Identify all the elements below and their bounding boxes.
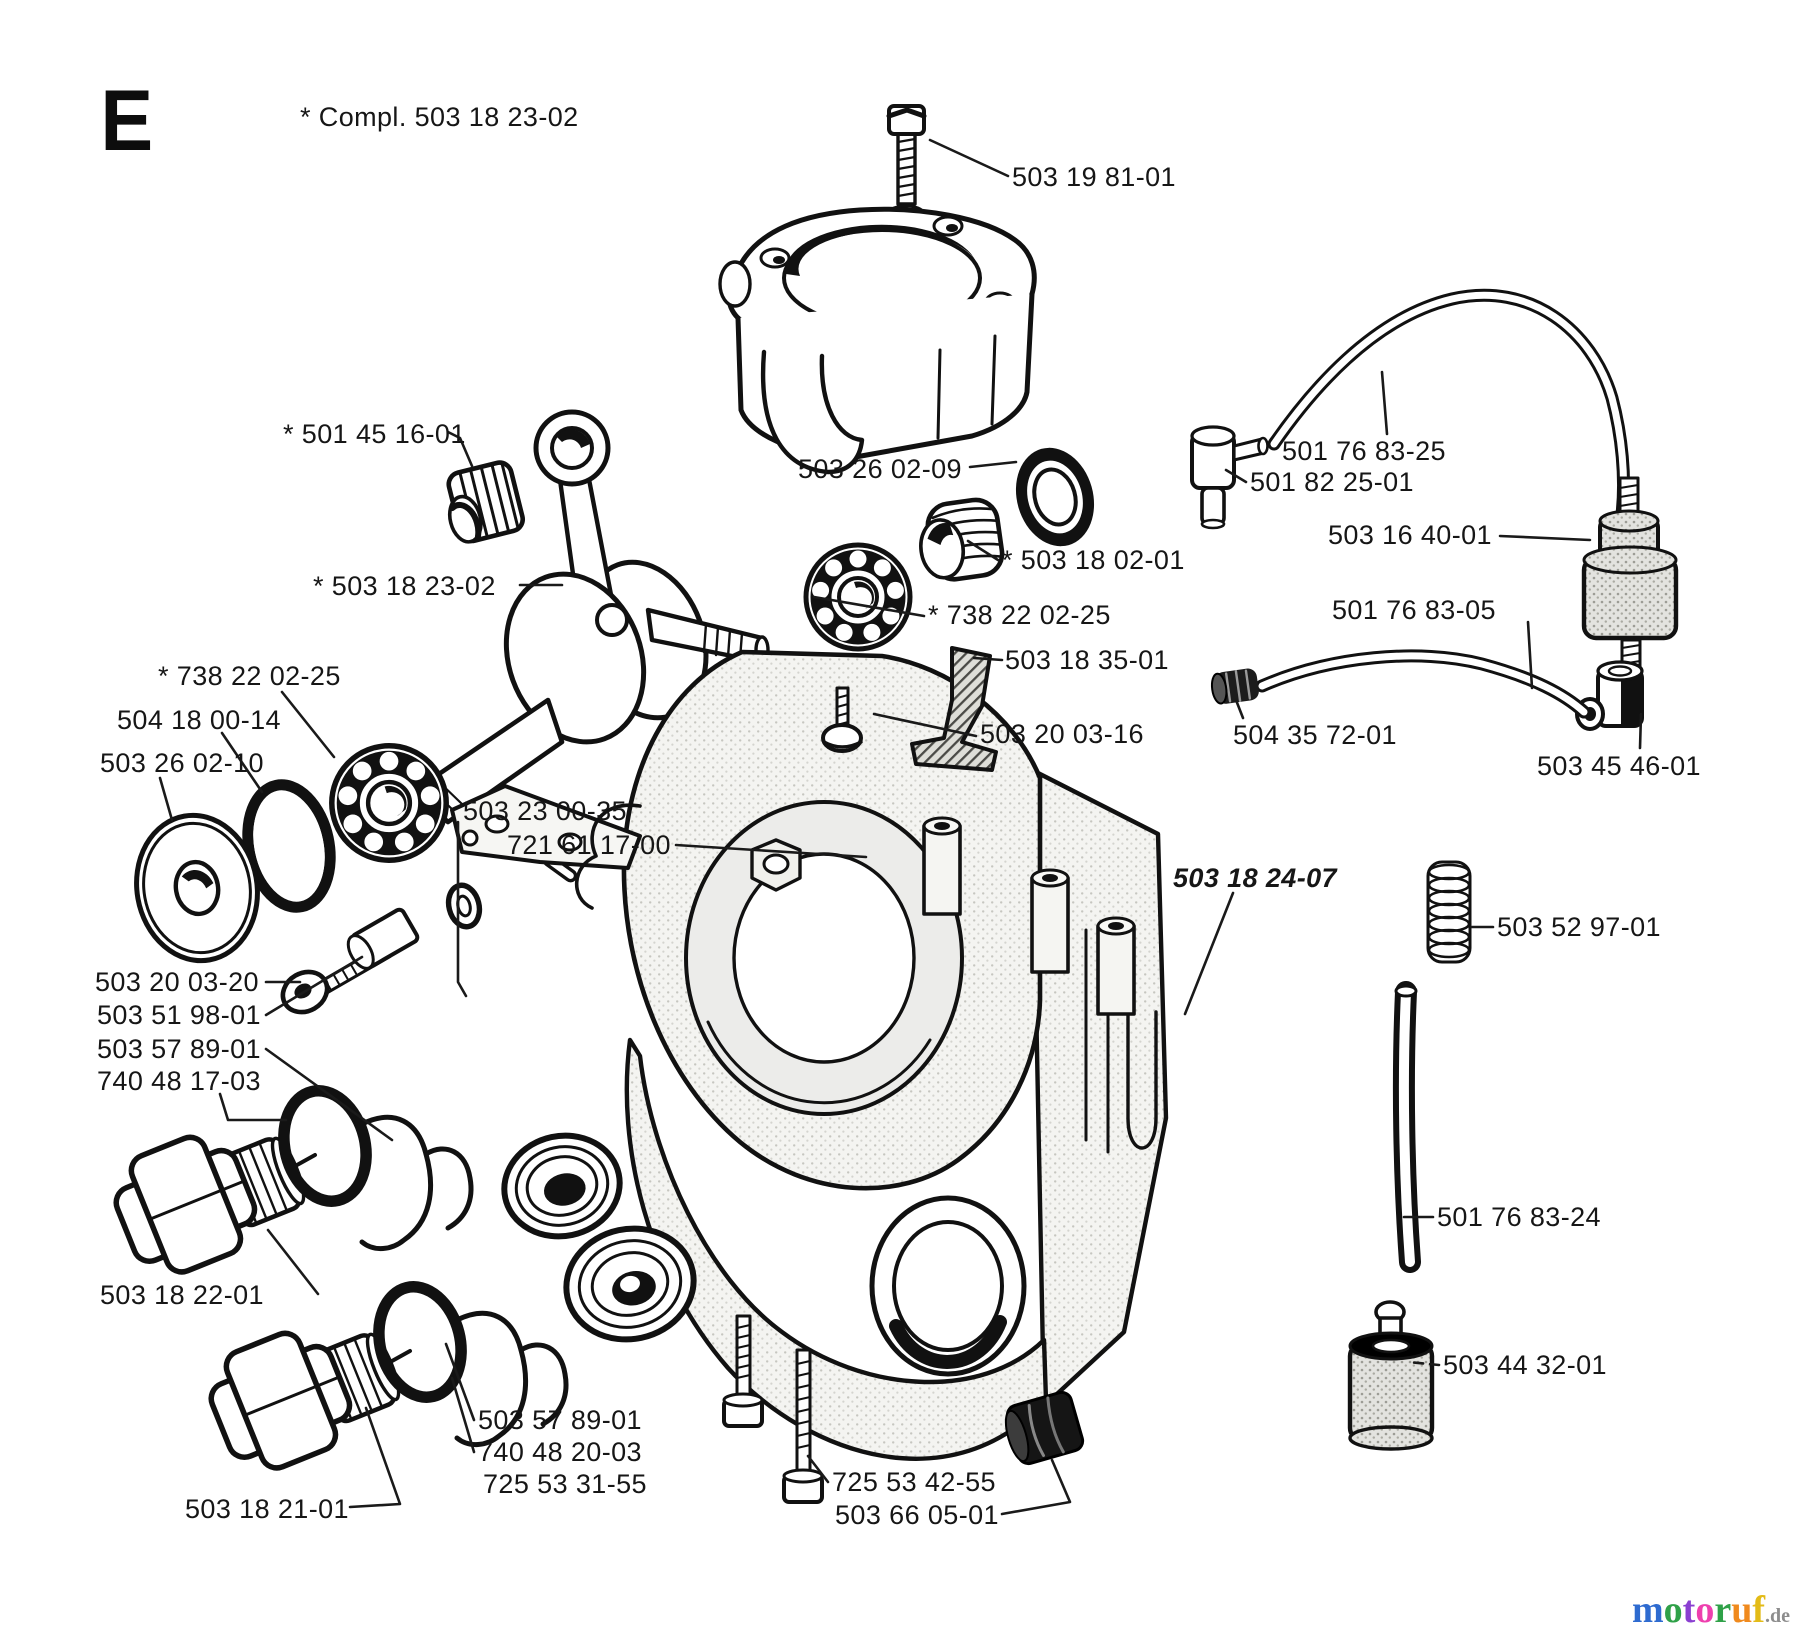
leader-line-503-57-89-01-a (264, 1047, 394, 1142)
part-label-503-20-03-16: 503 20 03-16 (980, 719, 1144, 749)
leader-line-503-16-40-01 (1498, 534, 1592, 542)
part-label-725-53-42-55: 725 53 42-55 (832, 1467, 996, 1497)
part-label-503-57-89-01-a: 503 57 89-01 (97, 1034, 261, 1064)
part-label-501-45-16-01: * 501 45 16-01 (283, 419, 466, 449)
leader-line-503-45-46-01 (1638, 712, 1643, 750)
bracket-screw-illustration (821, 686, 863, 753)
leader-line-740-48-17-03 (218, 1092, 288, 1122)
watermark-letter: o (1663, 1589, 1683, 1631)
leader-line-503-51-98-01 (264, 955, 364, 1017)
part-label-503-18-35-01: 503 18 35-01 (1005, 645, 1169, 675)
section-letter: E (100, 73, 155, 169)
leader-line-503-18-02-01 (966, 539, 1000, 562)
part-label-503-52-97-01: 503 52 97-01 (1497, 912, 1661, 942)
part-label-compl-503-18-23-02: * Compl. 503 18 23-02 (300, 102, 579, 132)
leader-lines-svg (158, 138, 1643, 1516)
watermark-letter: o (1695, 1589, 1715, 1631)
part-label-501-76-83-24: 501 76 83-24 (1437, 1202, 1601, 1232)
leader-line-503-57-89-01-b (444, 1342, 476, 1422)
part-label-504-35-72-01: 504 35 72-01 (1233, 720, 1397, 750)
leader-line-503-19-81-01 (928, 138, 1010, 178)
leader-line-503-20-03-16 (872, 712, 978, 738)
part-label-738-22-02-25-left: * 738 22 02-25 (158, 661, 341, 691)
leader-line-503-18-21-01 (348, 1406, 402, 1509)
leader-line-503-23-00-35 (456, 820, 468, 998)
cylinder-illustration (718, 206, 1037, 475)
needle-bearing-illustration (446, 460, 525, 544)
part-label-503-44-32-01: 503 44 32-01 (1443, 1350, 1607, 1380)
watermark-letter: r (1714, 1589, 1732, 1631)
part-label-501-76-83-05: 501 76 83-05 (1332, 595, 1496, 625)
part-label-503-18-21-01: 503 18 21-01 (185, 1494, 349, 1524)
leader-line-501-45-16-01 (446, 430, 474, 468)
part-label-503-26-02-10: 503 26 02-10 (100, 748, 264, 778)
watermark-letter: f (1752, 1589, 1765, 1631)
impulse-nipple-illustration (1426, 860, 1472, 964)
leader-line-725-53-42-55 (806, 1454, 830, 1484)
part-label-501-82-25-01: 501 82 25-01 (1250, 467, 1414, 497)
leader-line-503-26-02-10 (158, 776, 174, 822)
crankshaft-illustration (418, 409, 770, 825)
part-label-503-18-23-02: * 503 18 23-02 (313, 571, 496, 601)
leader-line-721-61-17-00 (674, 843, 868, 859)
part-label-503-23-00-35: 503 23 00-35 (463, 796, 627, 826)
oil-tube-illustration (1392, 981, 1421, 1273)
watermark: motoruf.de (1632, 1588, 1790, 1632)
part-label-503-51-98-01: 503 51 98-01 (97, 1000, 261, 1030)
watermark-letter: u (1731, 1589, 1753, 1631)
screw-short-illustration (722, 1314, 764, 1428)
leader-line-740-48-20-03 (450, 1376, 476, 1454)
leader-line-738-22-02-25-right (812, 595, 926, 618)
leader-line-501-82-25-01 (1224, 468, 1248, 484)
fuel-hose-short-illustration (1210, 649, 1591, 719)
part-label-503-18-02-01: * 503 18 02-01 (1002, 545, 1185, 575)
part-label-503-57-89-01-b: 503 57 89-01 (478, 1405, 642, 1435)
part-label-503-16-40-01: 503 16 40-01 (1328, 520, 1492, 550)
leader-line-738-22-02-25-left (280, 690, 336, 759)
tensioner-bracket-illustration (910, 646, 998, 772)
screw-long-illustration (782, 1348, 824, 1504)
part-label-740-48-17-03: 740 48 17-03 (97, 1066, 261, 1096)
leader-line-504-18-00-14 (220, 731, 264, 794)
fuel-elbow-connector-illustration (1575, 660, 1644, 731)
part-label-738-22-02-25-right: * 738 22 02-25 (928, 600, 1111, 630)
leader-line-501-76-83-25 (1380, 370, 1389, 436)
crankcase-illustration (450, 649, 1169, 1461)
watermark-letter: t (1682, 1589, 1696, 1631)
oil-pickup-illustration (1347, 1300, 1435, 1451)
leader-line-503-18-35-01 (972, 656, 1004, 662)
fuel-filter-illustration (1581, 476, 1679, 670)
part-label-504-18-00-14: 504 18 00-14 (117, 705, 281, 735)
leader-line-501-76-83-05 (1526, 620, 1534, 690)
washer-disc-illustration (134, 812, 260, 964)
threaded-plug-illustration (919, 497, 1005, 582)
part-label-503-66-05-01: 503 66 05-01 (835, 1500, 999, 1530)
watermark-letter: m (1632, 1589, 1664, 1631)
seal-ring-illustration (1015, 447, 1095, 547)
part-label-501-76-83-25: 501 76 83-25 (1282, 436, 1446, 466)
part-label-503-18-24-07: 503 18 24-07 (1173, 863, 1337, 893)
part-label-503-45-46-01: 503 45 46-01 (1537, 751, 1701, 781)
fuel-hose-long-illustration (1267, 288, 1631, 521)
leader-line-503-26-02-09 (968, 460, 1018, 469)
bushing-illustration (1004, 1390, 1085, 1466)
leader-line-503-18-24-07 (1183, 891, 1235, 1016)
fuel-elbow-fitting-illustration (1190, 425, 1269, 530)
part-label-721-61-17-00: 721 61 17-00 (507, 830, 671, 860)
leader-line-503-18-22-01 (266, 1228, 320, 1296)
part-label-740-48-20-03: 740 48 20-03 (478, 1437, 642, 1467)
leader-line-503-66-05-01 (1000, 1458, 1072, 1516)
part-label-503-19-81-01: 503 19 81-01 (1012, 162, 1176, 192)
leader-line-503-44-32-01 (1406, 1360, 1441, 1367)
part-label-503-20-03-20: 503 20 03-20 (95, 967, 259, 997)
part-label-503-26-02-09: 503 26 02-09 (798, 454, 962, 484)
watermark-suffix: .de (1764, 1605, 1790, 1627)
part-label-503-18-22-01: 503 18 22-01 (100, 1280, 264, 1310)
part-label-725-53-31-55: 725 53 31-55 (483, 1469, 647, 1499)
leader-line-504-35-72-01 (1234, 698, 1245, 720)
